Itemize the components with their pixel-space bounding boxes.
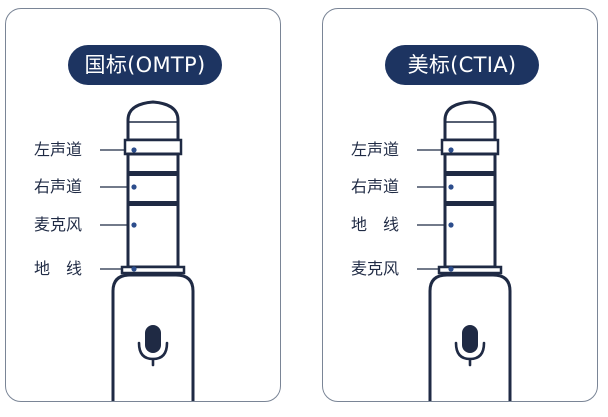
omtp-label-ground: 地 线 xyxy=(34,259,83,278)
insulation-ring-2 xyxy=(445,201,495,206)
insulation-ring-1 xyxy=(445,171,495,176)
plug-shaft xyxy=(443,152,497,269)
omtp-panel: 国标(OMTP) 左声道 右声道 麦克风 地 线 xyxy=(5,8,281,402)
ctia-label-ground: 地 线 xyxy=(351,215,400,234)
omtp-label-left-channel: 左声道 xyxy=(34,140,83,159)
plug-tip xyxy=(443,100,497,142)
microphone-icon xyxy=(454,325,486,367)
ctia-panel: 美标(CTIA) 左声道 右声道 地 线 麦克风 xyxy=(322,8,598,402)
ctia-label-right-channel: 右声道 xyxy=(351,177,400,196)
ctia-label-left-channel: 左声道 xyxy=(351,140,400,159)
omtp-label-right-channel: 右声道 xyxy=(34,177,83,196)
plug-shaft xyxy=(126,152,180,269)
plug-tip xyxy=(126,100,180,142)
insulation-ring-1 xyxy=(128,171,178,176)
insulation-ring-2 xyxy=(128,201,178,206)
plug-flange xyxy=(437,265,503,275)
omtp-label-microphone: 麦克风 xyxy=(34,215,83,234)
ctia-plug-diagram xyxy=(417,100,512,401)
ctia-title: 美标(CTIA) xyxy=(385,45,539,85)
microphone-icon xyxy=(137,325,169,367)
ctia-label-microphone: 麦克风 xyxy=(351,259,400,278)
omtp-plug-diagram xyxy=(100,100,195,401)
omtp-title: 国标(OMTP) xyxy=(68,45,222,85)
plug-flange xyxy=(120,265,186,275)
